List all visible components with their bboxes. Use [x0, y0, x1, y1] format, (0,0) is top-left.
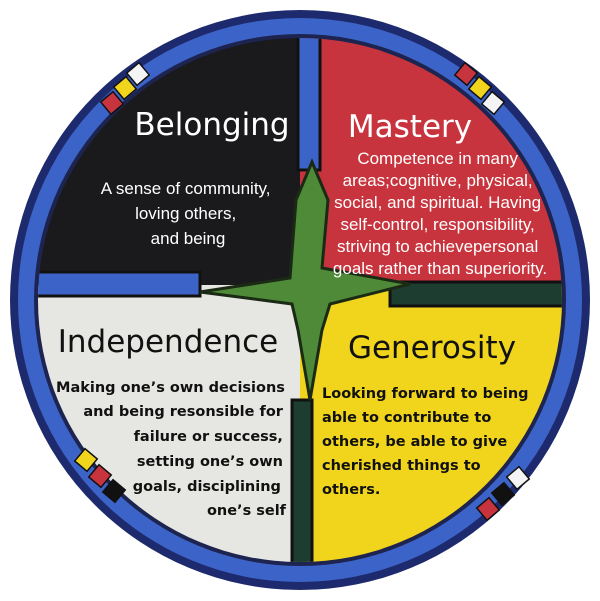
- generosity-title: Generosity: [348, 330, 516, 366]
- divider-right: [388, 280, 562, 308]
- independence-title: Independence: [58, 324, 278, 360]
- center-cross: [199, 158, 411, 401]
- ring-markers: [73, 61, 531, 522]
- belonging-description: A sense of community, loving others, and…: [101, 179, 276, 248]
- mastery-title: Mastery: [348, 109, 472, 145]
- divider-left: [38, 270, 202, 298]
- generosity-description: Looking forward to being able to contrib…: [322, 386, 534, 498]
- independence-description: Making one’s own decisions and being res…: [56, 380, 290, 519]
- divider-bottom: [290, 398, 314, 562]
- mastery-description: Competence in many areas;cognitive, phys…: [333, 149, 547, 278]
- belonging-title: Belonging: [134, 107, 289, 143]
